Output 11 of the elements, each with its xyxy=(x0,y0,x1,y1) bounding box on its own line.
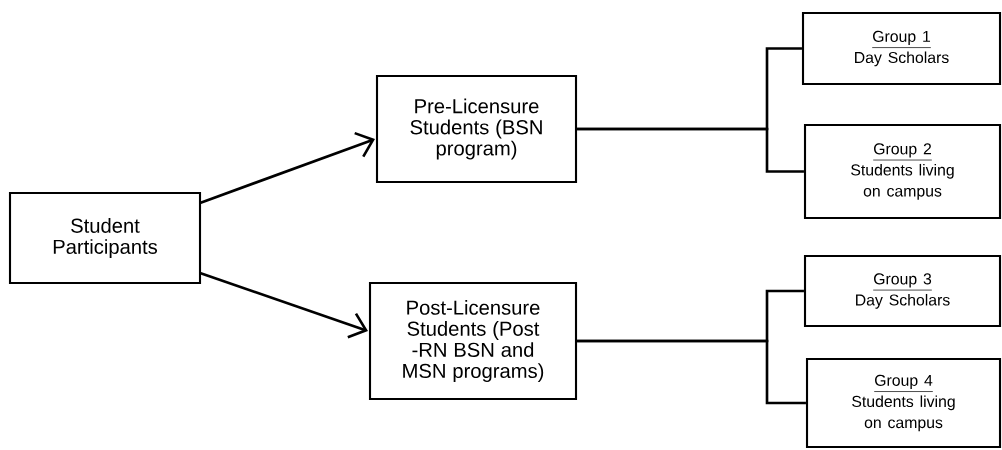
group-box: Group 3 Day Scholars xyxy=(803,254,1002,328)
bracket-connector xyxy=(577,339,806,405)
process-box: Student Participants xyxy=(8,191,202,285)
process-box: Pre-Licensure Students (BSN program) xyxy=(375,74,578,184)
arrow xyxy=(199,131,375,205)
bracket-connector xyxy=(577,127,804,173)
group-box: Group 4 Students living on campus xyxy=(805,357,1002,449)
process-box: Post-Licensure Students (Post -RN BSN and MSN programs) xyxy=(368,281,578,401)
arrow xyxy=(199,271,369,339)
group-box: Group 1 Day Scholars xyxy=(801,11,1002,86)
group-box: Group 2 Students living on campus xyxy=(803,123,1002,220)
